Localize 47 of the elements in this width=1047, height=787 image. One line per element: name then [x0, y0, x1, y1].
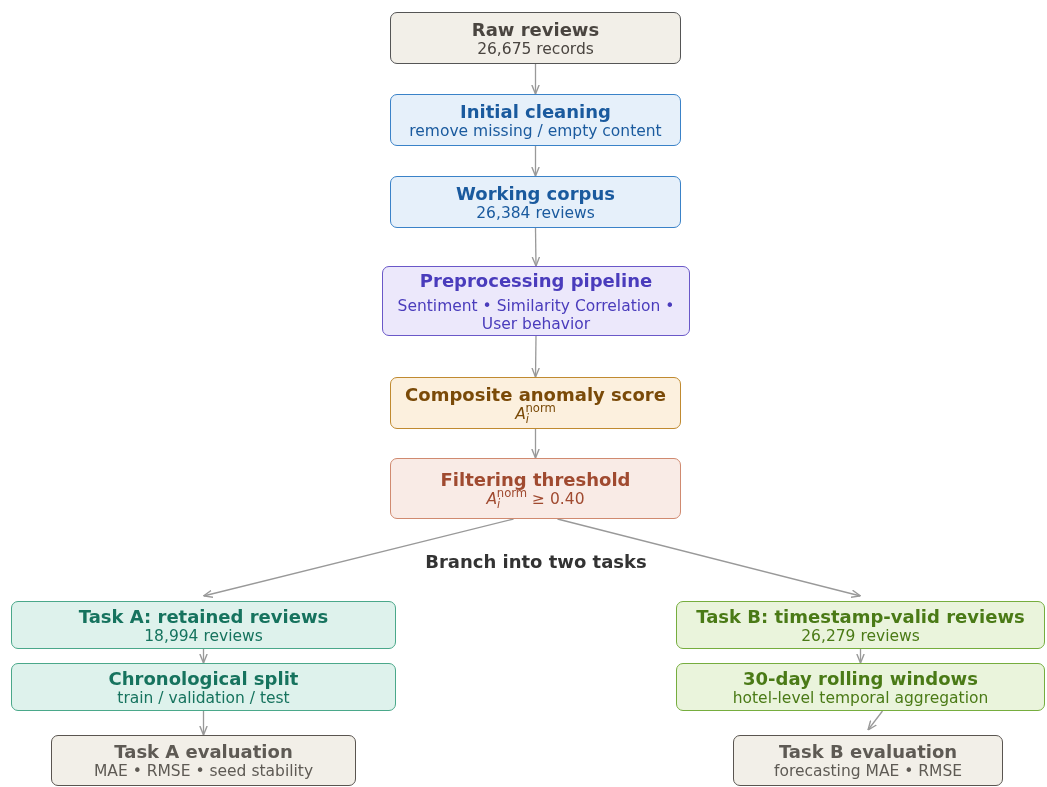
- arrow: [531, 335, 540, 378]
- process-box: [11, 663, 396, 711]
- process-box: [676, 601, 1045, 649]
- arrow: [531, 428, 540, 459]
- arrow: [531, 63, 540, 95]
- process-box: [382, 266, 690, 336]
- process-box: [676, 663, 1045, 711]
- box-title: Task B: timestamp-valid reviews: [696, 605, 1025, 627]
- process-box: [733, 735, 1003, 786]
- box-title: Task A evaluation: [114, 741, 293, 762]
- arrow: [202, 518, 515, 598]
- arrow: [556, 518, 862, 598]
- box-subtitle: Sentiment • Similarity Correlation • User behavior: [396, 296, 676, 333]
- box-title: Raw reviews: [471, 18, 600, 40]
- box-subtitle: 26,279 reviews: [801, 626, 920, 645]
- arrow: [199, 648, 208, 664]
- box-subtitle: A$_{i}$$^{norm}$ ≥ 0.40: [486, 490, 585, 508]
- box-title: Chronological split: [108, 667, 299, 689]
- box-subtitle: forecasting MAE • RMSE: [773, 762, 963, 780]
- box-subtitle: hotel-level temporal aggregation: [732, 688, 989, 707]
- process-box: [390, 12, 681, 64]
- box-title: Initial cleaning: [460, 100, 611, 122]
- arrow: [856, 648, 865, 664]
- box-title: Working corpus: [456, 182, 615, 204]
- process-box: [390, 377, 681, 429]
- branch-label: Branch into two tasks: [425, 550, 647, 572]
- box-title: Filtering threshold: [440, 469, 631, 490]
- box-subtitle: train / validation / test: [117, 688, 290, 707]
- box-title: 30-day rolling windows: [743, 667, 978, 689]
- process-box: [11, 601, 396, 649]
- box-title: Task B evaluation: [778, 741, 958, 762]
- arrow: [531, 145, 540, 177]
- arrow: [867, 710, 884, 731]
- arrow: [531, 227, 541, 267]
- process-box: [390, 176, 681, 228]
- process-box: [390, 458, 681, 519]
- arrow: [199, 710, 208, 736]
- box-subtitle: 26,384 reviews: [476, 203, 595, 222]
- box-title: Task A: retained reviews: [78, 605, 329, 627]
- process-box: [390, 94, 681, 146]
- box-subtitle: MAE • RMSE • seed stability: [93, 762, 314, 780]
- box-subtitle: 26,675 records: [477, 39, 594, 58]
- box-subtitle: remove missing / empty content: [409, 121, 662, 140]
- box-title: Preprocessing pipeline: [419, 269, 653, 291]
- box-subtitle: 18,994 reviews: [144, 626, 263, 645]
- process-box: [51, 735, 356, 786]
- box-title: Composite anomaly score: [405, 383, 666, 405]
